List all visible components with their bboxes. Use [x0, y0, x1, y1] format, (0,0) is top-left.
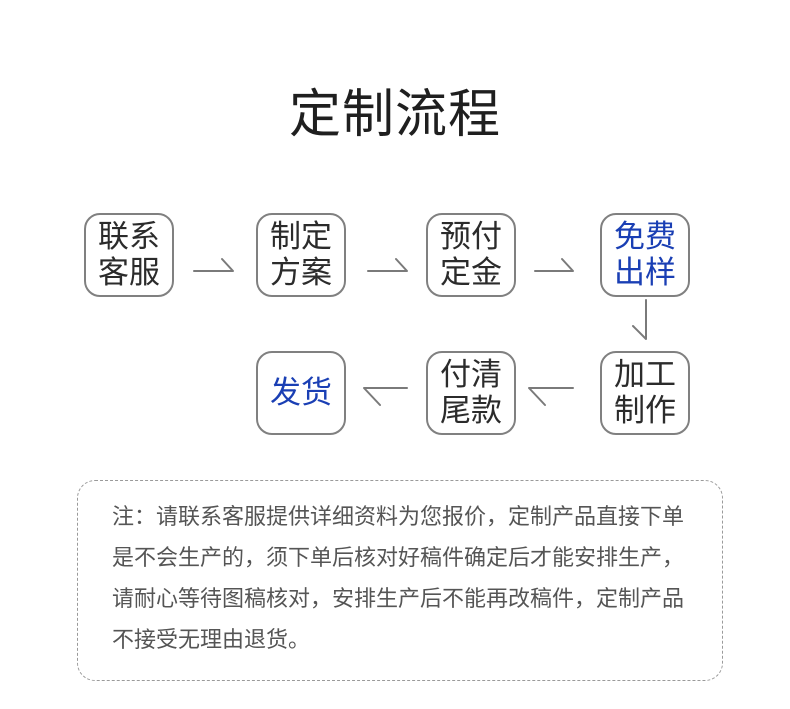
arrow-right-icon [534, 258, 574, 272]
step-shipping: 发货 [256, 351, 346, 435]
step-label-line2: 客服 [98, 255, 160, 291]
step-label-line1: 制定 [270, 219, 332, 255]
step-pay-balance: 付清 尾款 [426, 351, 516, 435]
step-label-line2: 尾款 [440, 393, 502, 429]
note-box: 注：请联系客服提供详细资料为您报价，定制产品直接下单是不会生产的，须下单后核对好… [77, 480, 723, 681]
step-label-line1: 免费 [614, 219, 676, 255]
step-free-sample: 免费 出样 [600, 213, 690, 297]
step-label-line1: 发货 [270, 375, 332, 411]
arrow-left-icon [363, 387, 408, 406]
step-label-line1: 付清 [440, 357, 502, 393]
step-label-line2: 出样 [614, 255, 676, 291]
step-label-line1: 联系 [98, 219, 160, 255]
arrow-down-icon [632, 299, 647, 340]
step-processing: 加工 制作 [600, 351, 690, 435]
arrow-left-icon [528, 387, 574, 406]
step-label-line1: 预付 [440, 219, 502, 255]
step-label-line1: 加工 [614, 357, 676, 393]
step-prepay-deposit: 预付 定金 [426, 213, 516, 297]
step-contact-service: 联系 客服 [84, 213, 174, 297]
step-make-plan: 制定 方案 [256, 213, 346, 297]
arrow-right-icon [367, 258, 408, 272]
arrow-right-icon [193, 258, 234, 272]
step-label-line2: 定金 [440, 255, 502, 291]
page-title: 定制流程 [288, 85, 501, 145]
note-text: 注：请联系客服提供详细资料为您报价，定制产品直接下单是不会生产的，须下单后核对好… [112, 505, 685, 653]
step-label-line2: 方案 [270, 255, 332, 291]
step-label-line2: 制作 [614, 393, 676, 429]
